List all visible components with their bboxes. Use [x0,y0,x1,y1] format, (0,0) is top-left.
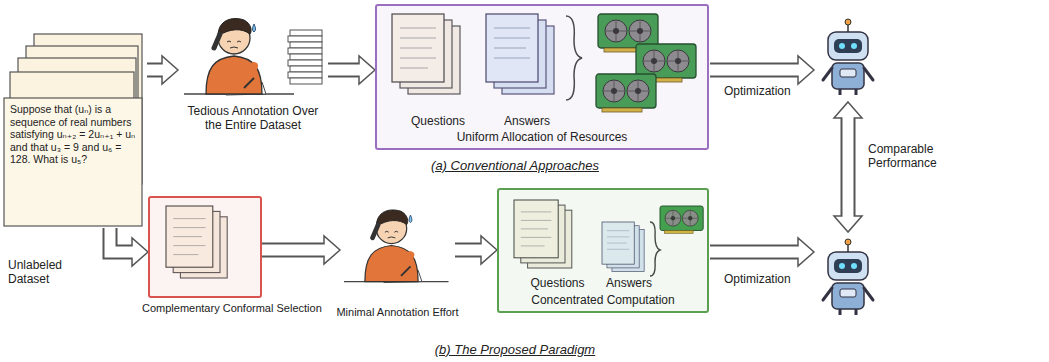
panel-caption: (a) Conventional Approaches [431,158,599,174]
static-arrows [710,56,862,266]
flow-arrow [110,228,148,266]
question-set: Questions [389,12,487,128]
node-text: Complementary Conformal Selection [142,302,322,314]
flow-arrow [328,56,375,84]
computation-panel: Concentrated Computation QuestionsAnswers [497,188,709,313]
resource-panel: Uniform Allocation of Resources Questions… [375,4,709,150]
flow-arrow [147,56,178,84]
dataset-label: Unlabeled Dataset [8,258,88,287]
paper-pile [288,30,322,84]
annotator-figure [184,19,294,95]
annotation-step: Minimal Annotation Effort [340,192,455,300]
step-label: Optimization [724,84,791,98]
node-text: Answers [599,276,659,290]
answer-set: Answers [483,12,571,128]
optimization-arrow [710,56,814,84]
annotator-figure [344,210,449,283]
robot-model [823,239,873,315]
comparison-arrow [834,102,862,232]
flow-arrow [455,236,497,264]
node-text: Questions [511,276,604,290]
comparison-label: Comparable Performance [868,142,948,171]
node-text: Questions [389,114,487,128]
question-set: Questions [511,198,604,290]
selection-box: Complementary Conformal Selection [148,196,262,298]
node-text: Minimal Annotation Effort [336,306,458,318]
robot-model [823,19,873,95]
answer-set: Answers [599,220,659,290]
flow-arrow [262,236,340,264]
problem-page: Suppose that (uₙ) is a sequence of real … [2,30,147,228]
dataset-pages [4,34,142,226]
node-text: Answers [483,114,571,128]
node-text: Uniform Allocation of Resources [377,130,707,144]
optimization-arrow [710,238,814,266]
node-text: Tedious Annotation Over the Entire Datas… [178,104,328,133]
step-label: Optimization [724,272,791,286]
annotation-step: Tedious Annotation Over the Entire Datas… [178,4,328,144]
panel-caption: (b) The Proposed Paradigm [435,342,595,358]
node-text: Suppose that (uₙ) is a sequence of real … [10,103,138,166]
node-text: Concentrated Computation [499,293,707,307]
